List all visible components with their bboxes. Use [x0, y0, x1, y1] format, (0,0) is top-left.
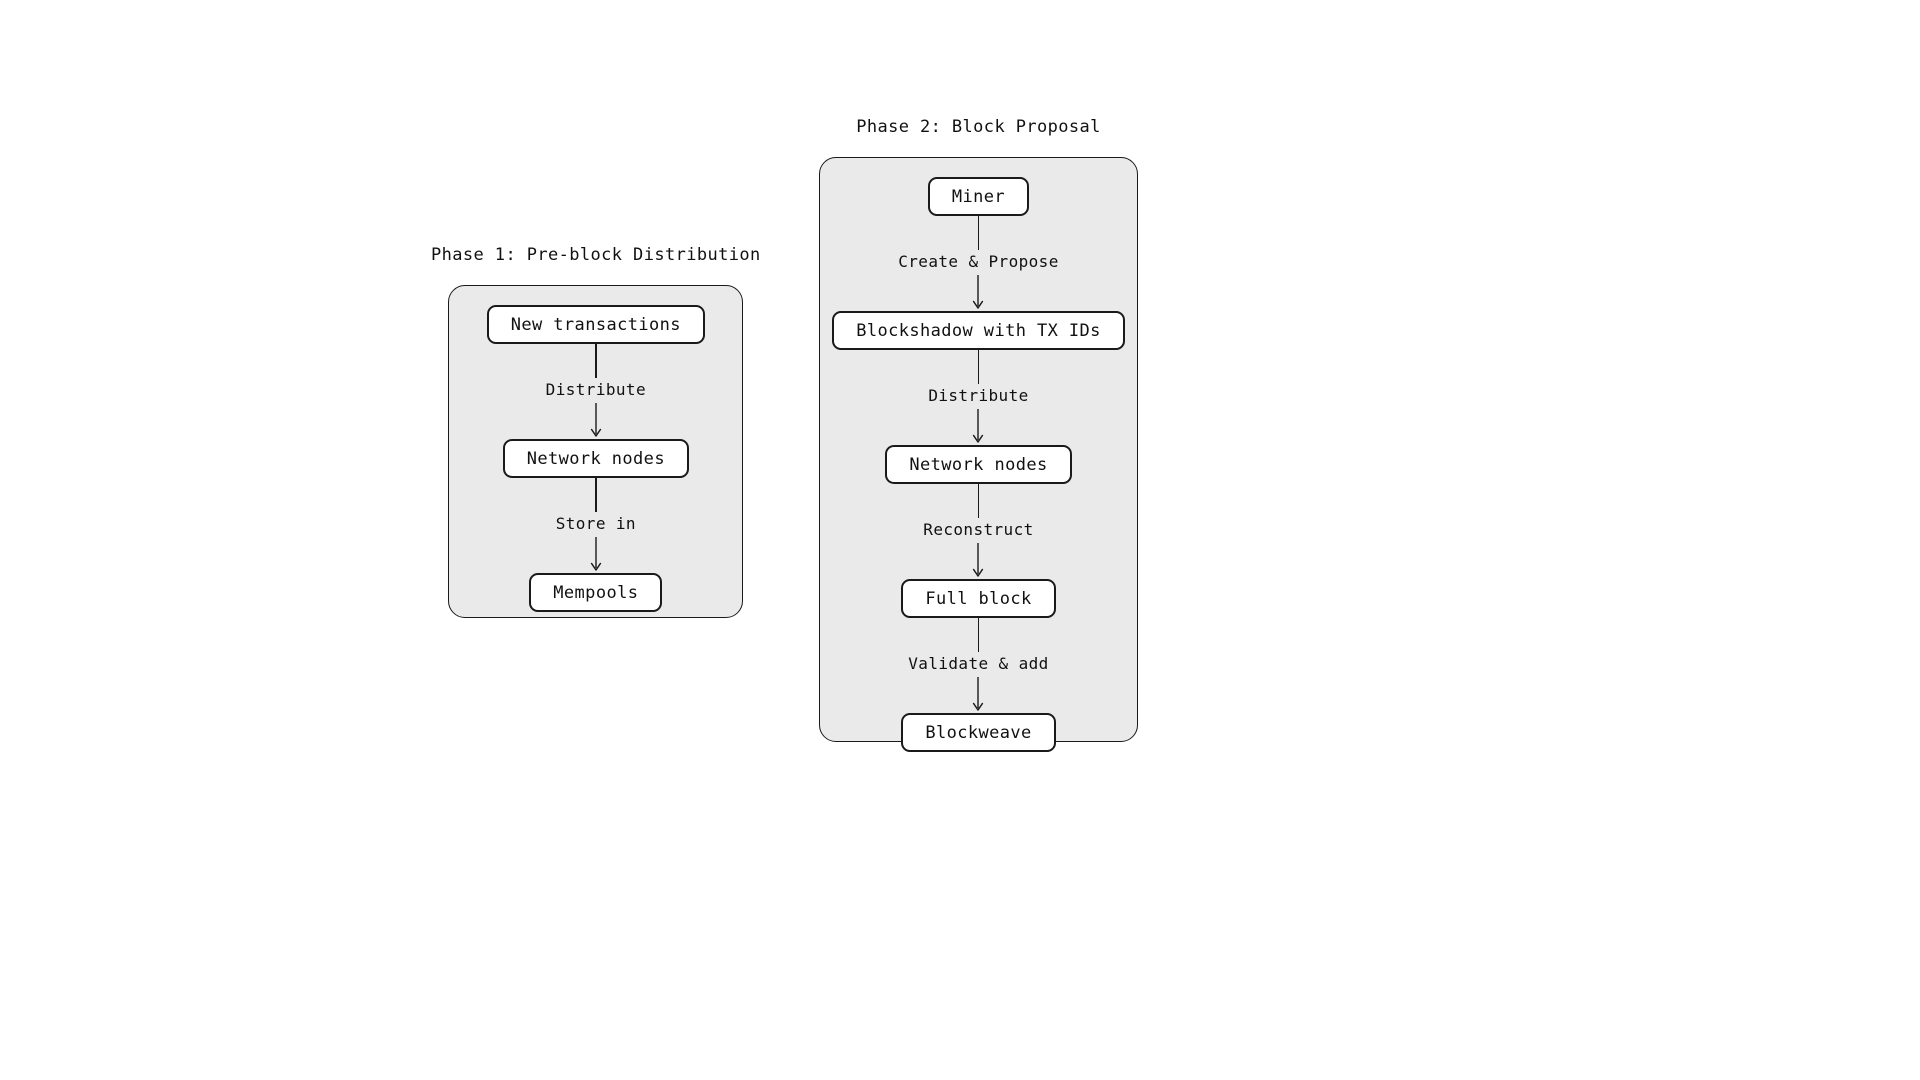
- arrow-down-icon: [973, 543, 984, 577]
- phase-2-flow: Miner Create & Propose Blockshadow with …: [832, 177, 1125, 752]
- node-full-block[interactable]: Full block: [901, 579, 1056, 618]
- phase-1-title: Phase 1: Pre-block Distribution: [431, 245, 761, 265]
- phase-2-title: Phase 2: Block Proposal: [856, 117, 1101, 137]
- phase-group-1: Phase 1: Pre-block Distribution New tran…: [431, 247, 761, 618]
- node-miner[interactable]: Miner: [927, 177, 1030, 216]
- edge-create-propose: Create & Propose: [832, 216, 1125, 311]
- node-new-transactions[interactable]: New transactions: [486, 305, 705, 344]
- edge-stem: [595, 344, 597, 378]
- edge-stem: [977, 350, 980, 384]
- edge-stem: [595, 478, 597, 512]
- edge-label-distribute-2: Distribute: [928, 386, 1029, 405]
- phase-2-container: Miner Create & Propose Blockshadow with …: [819, 157, 1138, 752]
- node-blockweave[interactable]: Blockweave: [901, 713, 1056, 752]
- arrow-down-icon: [973, 677, 984, 711]
- edge-label-distribute: Distribute: [545, 380, 646, 399]
- edge-reconstruct: Reconstruct: [832, 484, 1125, 579]
- node-blockshadow[interactable]: Blockshadow with TX IDs: [832, 311, 1125, 350]
- edge-distribute-2: Distribute: [832, 350, 1125, 445]
- edge-stem: [977, 618, 980, 652]
- arrow-down-icon: [590, 537, 601, 571]
- edge-label-create-propose: Create & Propose: [898, 252, 1059, 271]
- phase-1-flow: New transactions Distribute Network node…: [486, 305, 705, 612]
- edge-stem: [977, 216, 980, 250]
- edge-distribute: Distribute: [487, 344, 705, 439]
- node-network-nodes[interactable]: Network nodes: [502, 439, 689, 478]
- node-mempools[interactable]: Mempools: [529, 573, 663, 612]
- edge-label-store-in: Store in: [555, 514, 636, 533]
- edge-label-reconstruct: Reconstruct: [923, 520, 1034, 539]
- edge-validate-add: Validate & add: [832, 618, 1125, 713]
- phase-1-container: New transactions Distribute Network node…: [448, 285, 744, 618]
- arrow-down-icon: [973, 409, 984, 443]
- edge-label-validate-add: Validate & add: [908, 654, 1049, 673]
- edge-store-in: Store in: [487, 478, 705, 573]
- arrow-down-icon: [973, 275, 984, 309]
- node-network-nodes-2[interactable]: Network nodes: [885, 445, 1072, 484]
- arrow-down-icon: [590, 403, 601, 437]
- phase-group-2: Phase 2: Block Proposal Miner Create & P…: [819, 117, 1138, 752]
- edge-stem: [977, 484, 980, 518]
